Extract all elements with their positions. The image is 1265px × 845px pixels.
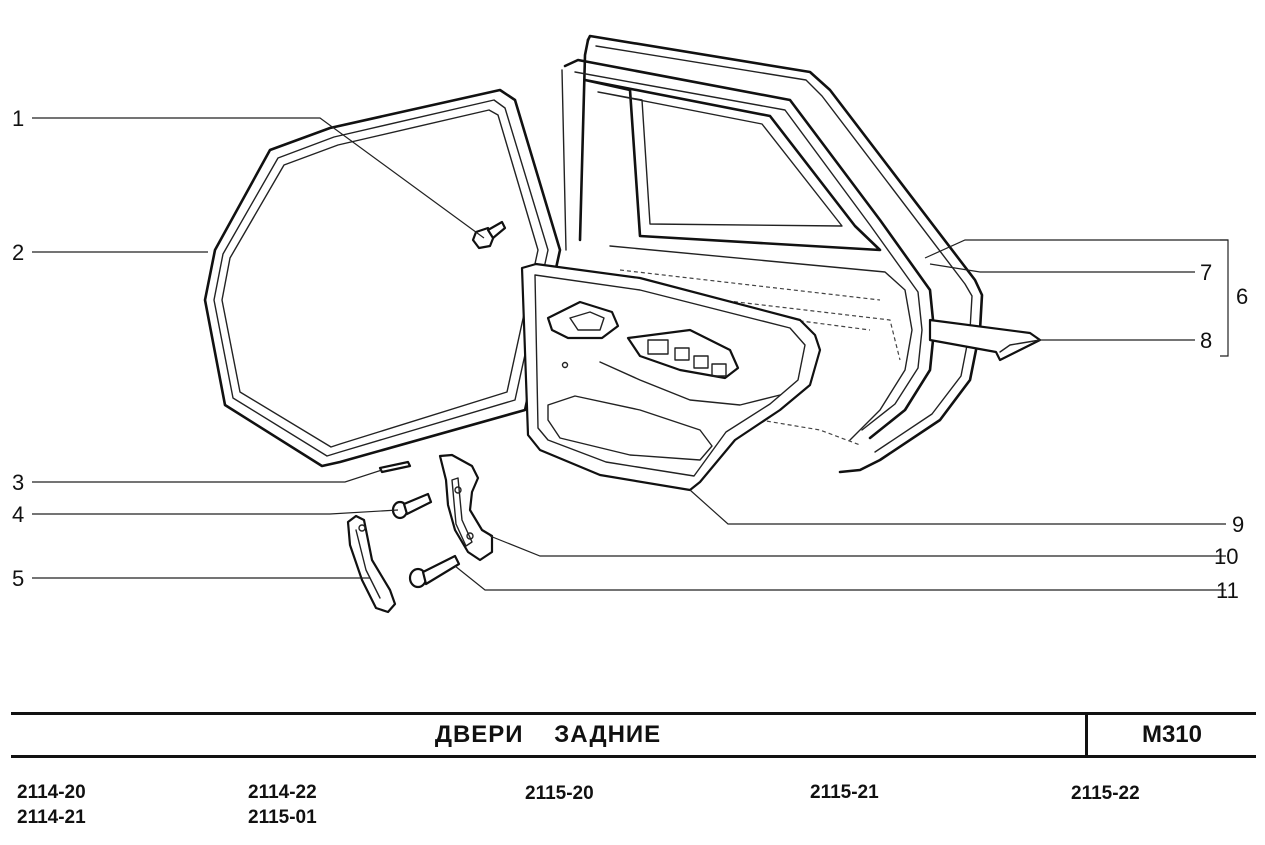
drawing-code: M310 [1088,715,1256,755]
window-seal-frame [203,88,562,468]
callout-6: 6 [1236,284,1248,309]
callout-11: 11 [1216,578,1239,603]
callout-1: 1 [12,106,24,131]
title-block: ДВЕРИ ЗАДНИЕ M310 [11,712,1256,758]
model-code: 2114-20 [17,782,86,803]
callout-9: 9 [1232,512,1244,537]
exploded-parts-diagram: 1 2 3 4 5 6 7 8 9 10 11 [12,34,1248,614]
leader-lines [32,117,1229,591]
model-code: 2115-21 [810,782,879,803]
callout-8: 8 [1200,328,1212,353]
handle-bracket [438,453,494,562]
model-code: 2114-21 [17,807,86,828]
model-code: 2115-01 [248,807,317,828]
callout-labels: 1 2 3 4 5 6 7 8 9 10 11 [12,106,1248,603]
drawing-title-text: ДВЕРИ ЗАДНИЕ [434,721,662,748]
model-code: 2115-20 [525,783,594,804]
grip-handle [346,514,397,614]
callout-7: 7 [1200,260,1212,285]
title-separator [1085,715,1088,755]
model-code: 2115-22 [1071,783,1140,804]
door-trim-panel [520,262,822,492]
drawing-code-text: M310 [1141,721,1203,748]
callout-10: 10 [1214,544,1238,569]
clip-part [471,220,507,250]
drawing-title: ДВЕРИ ЗАДНИЕ [11,715,1085,755]
strip-part [378,460,412,474]
callout-2: 2 [12,240,24,265]
long-screw [408,554,461,589]
reinforcement-bar [928,318,1042,362]
callout-4: 4 [12,502,24,527]
callout-5: 5 [12,566,24,591]
model-code: 2114-22 [248,782,317,803]
short-screw [391,492,433,520]
callout-3: 3 [12,470,24,495]
